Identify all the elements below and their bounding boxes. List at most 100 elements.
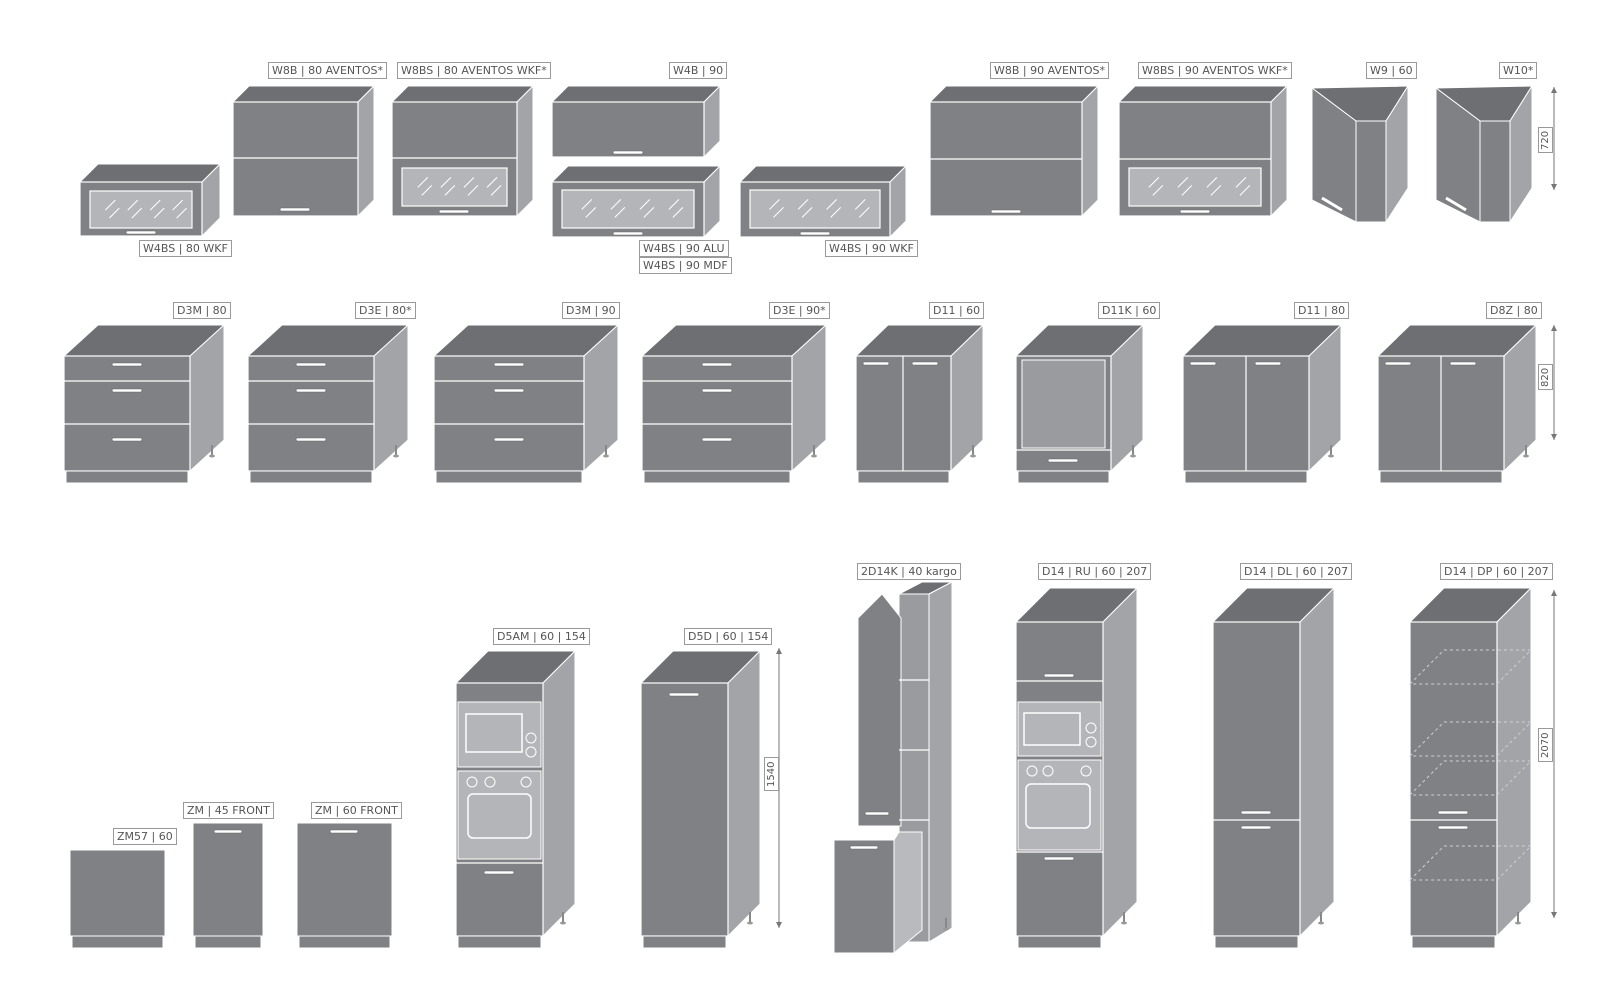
cabinet-d3m-90 [432,323,620,484]
cabinet-w4bs-90-wkf [738,164,908,239]
oven [1017,759,1102,851]
glass-reflection [1181,185,1193,196]
glass-reflection [444,185,456,196]
cabinet-d14-ru-60-207 [1014,586,1139,949]
cabinet-d8z-80 [1376,323,1538,484]
cabinet-top [550,85,722,103]
leg-foot [1515,921,1521,925]
label-w8b-90-aventos: W8B | 90 AVENTOS* [990,62,1109,79]
cabinet-front [1212,621,1301,937]
plinth [1214,935,1299,949]
glass-reflection [858,207,870,218]
handle [1047,458,1079,463]
cabinet-side [357,84,375,218]
label-d11-60: D11 | 60 [929,302,985,319]
glass-reflection [668,199,680,210]
handle [990,209,1022,214]
handle [1179,209,1211,214]
oven [457,770,542,860]
label-d3m-90: D3M | 90 [562,302,620,319]
dimension-arrow-bottom [1551,184,1557,190]
cabinet-side [727,649,761,938]
microwave-window [465,713,523,753]
glass-reflection [176,207,187,219]
dimension-arrow-top [776,648,782,654]
handle [911,361,939,366]
dimension-arrow-bottom [1551,434,1557,440]
handle [493,388,525,393]
glass-panel [749,189,881,229]
corner-door-right [1479,120,1511,223]
label-2d14k-40-kargo: 2D14K | 40 kargo [857,563,961,580]
cabinet-d14-dl-60-207 [1211,586,1336,949]
cabinet-front [1409,621,1498,937]
handle [1043,856,1075,861]
dim-wall-height: 720 [1538,127,1553,153]
glass-reflection [131,207,143,219]
cabinet-d11-80 [1181,323,1343,484]
knob [520,776,532,788]
glass-reflection [153,207,165,219]
glass-reflection [104,199,116,211]
cabinet-side [516,84,534,218]
label-d5d-60-154: D5D | 60 | 154 [684,628,773,645]
glass-reflection [417,177,429,188]
leg-foot [603,454,609,458]
cabinet-w8bs-80-aventos-wkf [390,84,535,218]
handle [279,207,311,212]
dimension-arrow-bottom [1551,912,1557,918]
label-d11-80: D11 | 80 [1294,302,1350,319]
glass-reflection [773,207,784,218]
cabinet-side [1102,586,1138,938]
handle [1321,196,1343,212]
plinth [857,470,950,484]
glass-reflection [463,177,475,188]
cabinet-front [247,355,375,472]
cabinet-front [640,682,729,937]
cabinet-w4bs-80-wkf [78,162,222,238]
cabinet-side [1299,586,1335,938]
dim-base-height: 820 [1538,364,1553,390]
cabinet-top [1117,85,1289,103]
label-d11k-60: D11K | 60 [1098,302,1161,319]
glass-reflection [1210,185,1222,196]
glass-reflection [581,199,593,210]
glass-reflection [486,177,498,188]
handle [1240,825,1272,830]
plinth [249,470,373,484]
plinth [1379,470,1503,484]
glass-reflection [440,177,452,188]
front-zm57-60 [69,849,166,949]
microwave-window [1023,712,1081,746]
cabinet-w4b-90 [550,84,722,159]
glass-reflection [149,199,161,211]
glass-reflection [643,207,655,218]
glass-reflection [797,199,809,210]
leg-foot [747,921,753,925]
glass-panel [561,189,695,229]
label-zm57-60: ZM57 | 60 [113,828,177,845]
cabinet-side [542,649,576,938]
label-zm-45-front: ZM | 45 FRONT [183,802,274,819]
handle [111,388,143,393]
label-w4bs-80-wkf: W4BS | 80 WKF [139,240,232,257]
dimension-base [1551,325,1557,440]
knob [525,746,537,758]
handle [1189,361,1217,366]
glass-reflection [1152,185,1164,196]
leg-foot [1121,921,1127,925]
shelf-outline [1408,845,1533,881]
cabinet-side [928,581,953,943]
label-d14-ru-60-207: D14 | RU | 60 | 207 [1038,563,1152,580]
front-panel [296,822,393,937]
knob [484,776,496,788]
pull-out-basket [893,831,923,955]
glass-reflection [854,199,866,210]
plinth [1017,470,1110,484]
label-w8bs-80-aventos-wkf: W8BS | 80 AVENTOS WKF* [397,62,551,79]
glass-reflection [108,207,120,219]
cabinet-d3e-90 [640,323,828,484]
cabinet-front [551,101,705,158]
glass-reflection [467,185,479,196]
